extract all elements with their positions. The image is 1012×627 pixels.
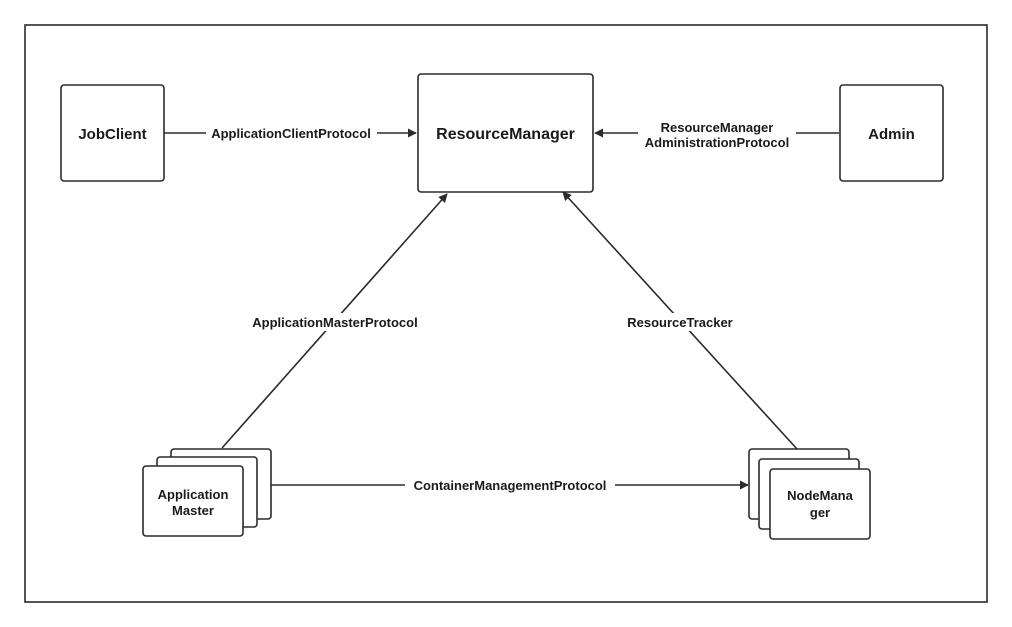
- applicationmaster-label-line1: Application: [158, 487, 229, 502]
- master-protocol-label-bg: [246, 313, 424, 331]
- client-protocol-label-bg: [206, 125, 377, 142]
- nodemanager-label-line1: NodeMana: [787, 488, 854, 503]
- applicationmaster-label-line2: Master: [172, 503, 214, 518]
- resource-tracker-label: ResourceTracker: [627, 315, 733, 330]
- admin-label: Admin: [868, 126, 915, 143]
- master-protocol-label: ApplicationMasterProtocol: [252, 315, 417, 330]
- nodemanager-label-line2: ger: [810, 505, 830, 520]
- jobclient-node: JobClient: [60, 84, 165, 182]
- applicationmaster-stack-front: [142, 465, 244, 537]
- resourcemanager-label: ResourceManager: [436, 126, 575, 143]
- applicationmaster-node: Application Master: [142, 448, 272, 537]
- resource-tracker-label-bg: [624, 313, 736, 331]
- resourcemanager-node: ResourceManager: [417, 73, 594, 193]
- admin-protocol-label-bg: [638, 118, 796, 152]
- admin-protocol-label-line1: ResourceManager: [661, 120, 774, 135]
- admin-node: Admin: [839, 84, 944, 182]
- admin-protocol-label-line2: AdministrationProtocol: [645, 135, 789, 150]
- nodemanager-stack-front: [769, 468, 871, 540]
- container-protocol-label: ContainerManagementProtocol: [414, 478, 607, 493]
- client-protocol-label: ApplicationClientProtocol: [211, 126, 371, 141]
- container-protocol-label-bg: [405, 477, 615, 494]
- jobclient-label: JobClient: [78, 126, 146, 143]
- nodemanager-node: NodeMana ger: [748, 448, 871, 540]
